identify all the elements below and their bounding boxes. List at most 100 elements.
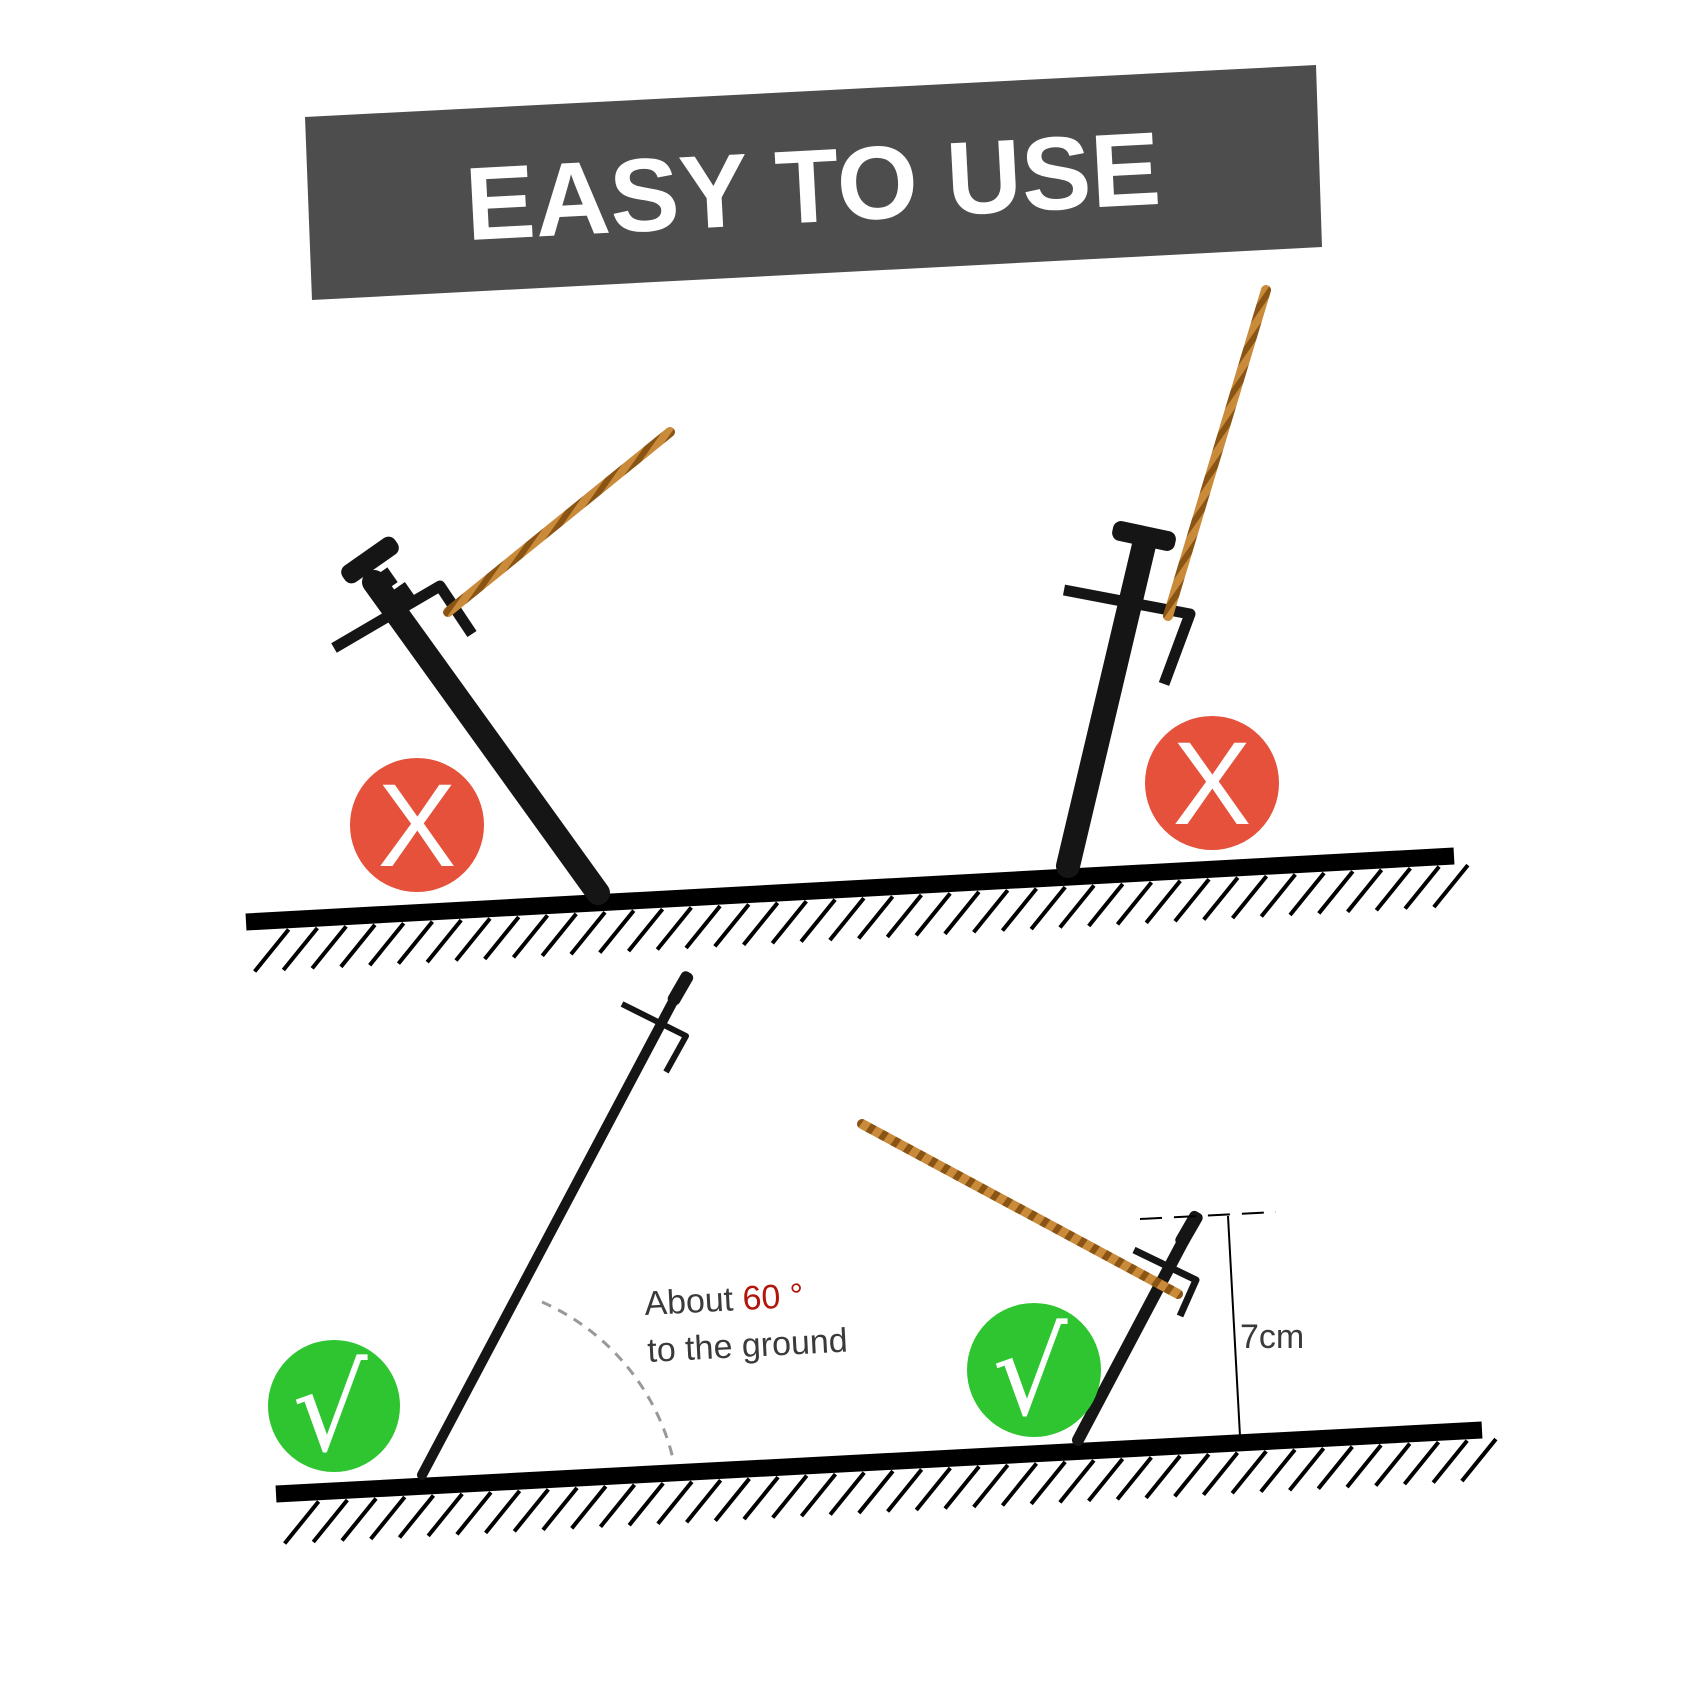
ground-hatch [511, 914, 550, 959]
ground-hatch [914, 892, 952, 937]
x-icon [1145, 716, 1279, 850]
ground-hatch [972, 888, 1010, 934]
ground-hatch [1346, 868, 1384, 914]
ground-hatch [742, 901, 780, 947]
ground-hatch [1000, 887, 1038, 932]
ground-hatch [1173, 1453, 1211, 1498]
ground-hatch [771, 1474, 809, 1519]
ground-hatch [368, 921, 406, 967]
ground-hatch [1058, 884, 1096, 929]
ground-hatch [1432, 863, 1470, 909]
ground-hatch [598, 1483, 637, 1529]
ground-hatch [253, 928, 291, 973]
ground-hatch [1374, 1442, 1412, 1487]
ground-hatch [943, 890, 981, 936]
ground-hatch [972, 1463, 1010, 1509]
ground-hatch [1403, 865, 1441, 910]
title-banner: EASY TO USE [305, 65, 1322, 300]
ground-hatch [1202, 876, 1240, 921]
ground-hatch [1374, 866, 1412, 912]
ground-hatch [1316, 1445, 1354, 1490]
ground-hatch [914, 1466, 952, 1512]
ground-hatch [1259, 873, 1297, 918]
wrong-stake-1 [331, 427, 675, 905]
ground-hatch [885, 893, 923, 939]
ground-hatch [742, 1475, 780, 1521]
right-mark-1-glyph: √ [292, 1340, 368, 1478]
wrong-stake-2 [1056, 285, 1271, 878]
ground-hatch [655, 906, 693, 951]
ground-hatch [1087, 882, 1125, 928]
ground-hatch [369, 1495, 407, 1541]
ground-hatch [770, 899, 808, 945]
x-icon [350, 758, 484, 892]
ground-hatch [684, 904, 722, 950]
ground-hatch [454, 917, 492, 962]
right-stake-1 [417, 971, 694, 1480]
ground-hatch [713, 1477, 751, 1522]
ground-hatch [828, 896, 866, 942]
ground-hatch [1115, 881, 1154, 926]
ground-hatch [1000, 1462, 1039, 1507]
ground-hatch [455, 1491, 493, 1536]
ground-hatch [1431, 1439, 1469, 1484]
right-mark-2: √ [967, 1303, 1101, 1442]
ground-hatch [799, 898, 837, 943]
ground-hatch [1230, 874, 1269, 920]
angle-arc [541, 1300, 676, 1464]
ground-hatch [1115, 1456, 1153, 1501]
ground-hatch [1259, 1448, 1297, 1493]
check-icon [268, 1340, 400, 1472]
right-mark-2-glyph: √ [992, 1304, 1068, 1442]
ground-hatch [310, 925, 348, 970]
ground-hatch [311, 1498, 349, 1544]
wrong-mark-1-glyph: X [378, 760, 457, 892]
ground-hatch [483, 915, 521, 961]
ground-hatch [397, 1494, 436, 1539]
depth-dimension-line [1227, 1215, 1241, 1437]
angle-annotation: About 60 ° to the ground [643, 1277, 848, 1370]
ground-hatch [1460, 1437, 1498, 1483]
right-stake-2: 7cm [857, 1119, 1304, 1446]
ground-hatch [484, 1489, 522, 1535]
ground-hatch [656, 1480, 694, 1525]
ground-hatch [569, 910, 607, 956]
ground-hatch [1201, 1451, 1240, 1497]
ground-hatch [1173, 877, 1211, 923]
svg-text:About 60 °: About 60 ° [643, 1277, 804, 1323]
ground-hatch [426, 1492, 464, 1538]
angle-value: 60 ° [742, 1277, 805, 1318]
ground-hatch [598, 909, 636, 954]
ground-hatch [340, 1497, 378, 1542]
wrong-mark-2-glyph: X [1173, 718, 1252, 850]
ground-hatch [1087, 1457, 1125, 1503]
ground-hatch [1317, 870, 1355, 915]
depth-top-dashed [1139, 1211, 1277, 1220]
ground-hatch [540, 912, 578, 958]
wrong-mark-2: X [1145, 716, 1279, 850]
ground-hatch [1288, 1446, 1326, 1492]
ground-hatch [1029, 1460, 1067, 1506]
ground-hatch [1230, 1449, 1268, 1495]
ground-hatch [570, 1485, 608, 1530]
ground-hatch [799, 1472, 838, 1518]
ground-hatch [281, 926, 319, 972]
ground-hatch [627, 1481, 665, 1527]
ground-hatch [828, 1471, 866, 1516]
ground-hatch [1345, 1443, 1383, 1489]
wrong-mark-1: X [350, 758, 484, 892]
right-mark-1: √ [268, 1340, 400, 1478]
depth-label: 7cm [1240, 1318, 1304, 1356]
ground-hatch [857, 1469, 895, 1515]
ground-hatch [626, 907, 665, 953]
ground-hatch [886, 1468, 924, 1513]
ground-top [245, 847, 1470, 973]
ground-bottom [275, 1421, 1498, 1545]
angle-prefix: About [643, 1280, 743, 1323]
ground-hatch [1029, 885, 1067, 931]
ground-hatch [512, 1488, 550, 1533]
banner-background [305, 65, 1322, 300]
ground-hatch [857, 895, 895, 940]
ground-hatch [1288, 871, 1326, 917]
